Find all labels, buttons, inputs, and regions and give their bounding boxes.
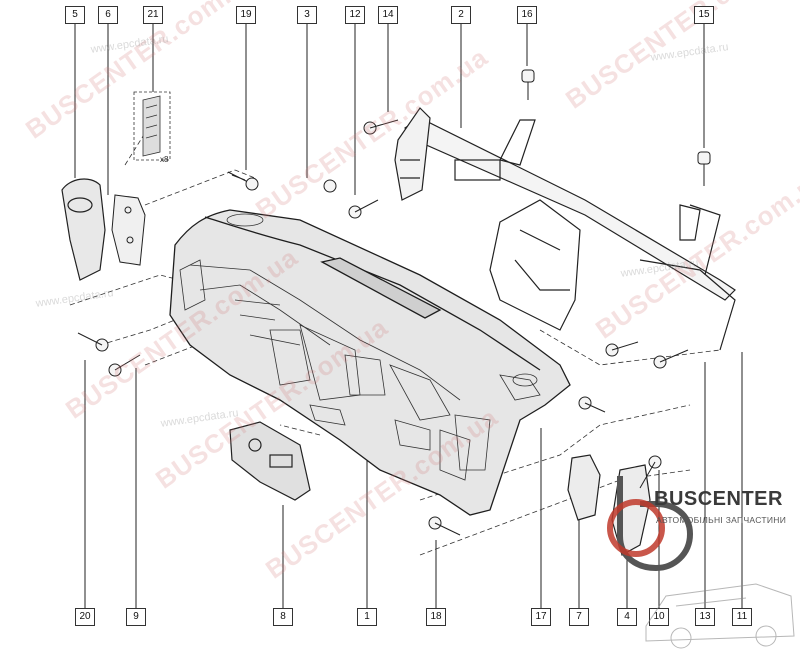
callout-11: 11 bbox=[732, 608, 752, 626]
callout-18: 18 bbox=[426, 608, 446, 626]
callout-2: 2 bbox=[451, 6, 471, 24]
callout-7: 7 bbox=[569, 608, 589, 626]
logo-subtitle: АВТОМОБІЛЬНІ ЗАПЧАСТИНИ bbox=[656, 515, 787, 525]
logo-title: BUSCENTER bbox=[654, 488, 783, 510]
buscenter-logo bbox=[607, 476, 795, 649]
callout-10: 10 bbox=[649, 608, 669, 626]
callout-12: 12 bbox=[345, 6, 365, 24]
callout-15: 15 bbox=[694, 6, 714, 24]
callout-4: 4 bbox=[617, 608, 637, 626]
callout-16: 16 bbox=[517, 6, 537, 24]
callout-8: 8 bbox=[273, 608, 293, 626]
callout-19: 19 bbox=[236, 6, 256, 24]
callout-6: 6 bbox=[98, 6, 118, 24]
callout-3: 3 bbox=[297, 6, 317, 24]
callout-20: 20 bbox=[75, 608, 95, 626]
callout-13: 13 bbox=[695, 608, 715, 626]
callout-9: 9 bbox=[126, 608, 146, 626]
callout-1: 1 bbox=[357, 608, 377, 626]
insert-quantity: x8 bbox=[160, 155, 169, 164]
callout-14: 14 bbox=[378, 6, 398, 24]
callout-21: 21 bbox=[143, 6, 163, 24]
callout-5: 5 bbox=[65, 6, 85, 24]
callout-17: 17 bbox=[531, 608, 551, 626]
